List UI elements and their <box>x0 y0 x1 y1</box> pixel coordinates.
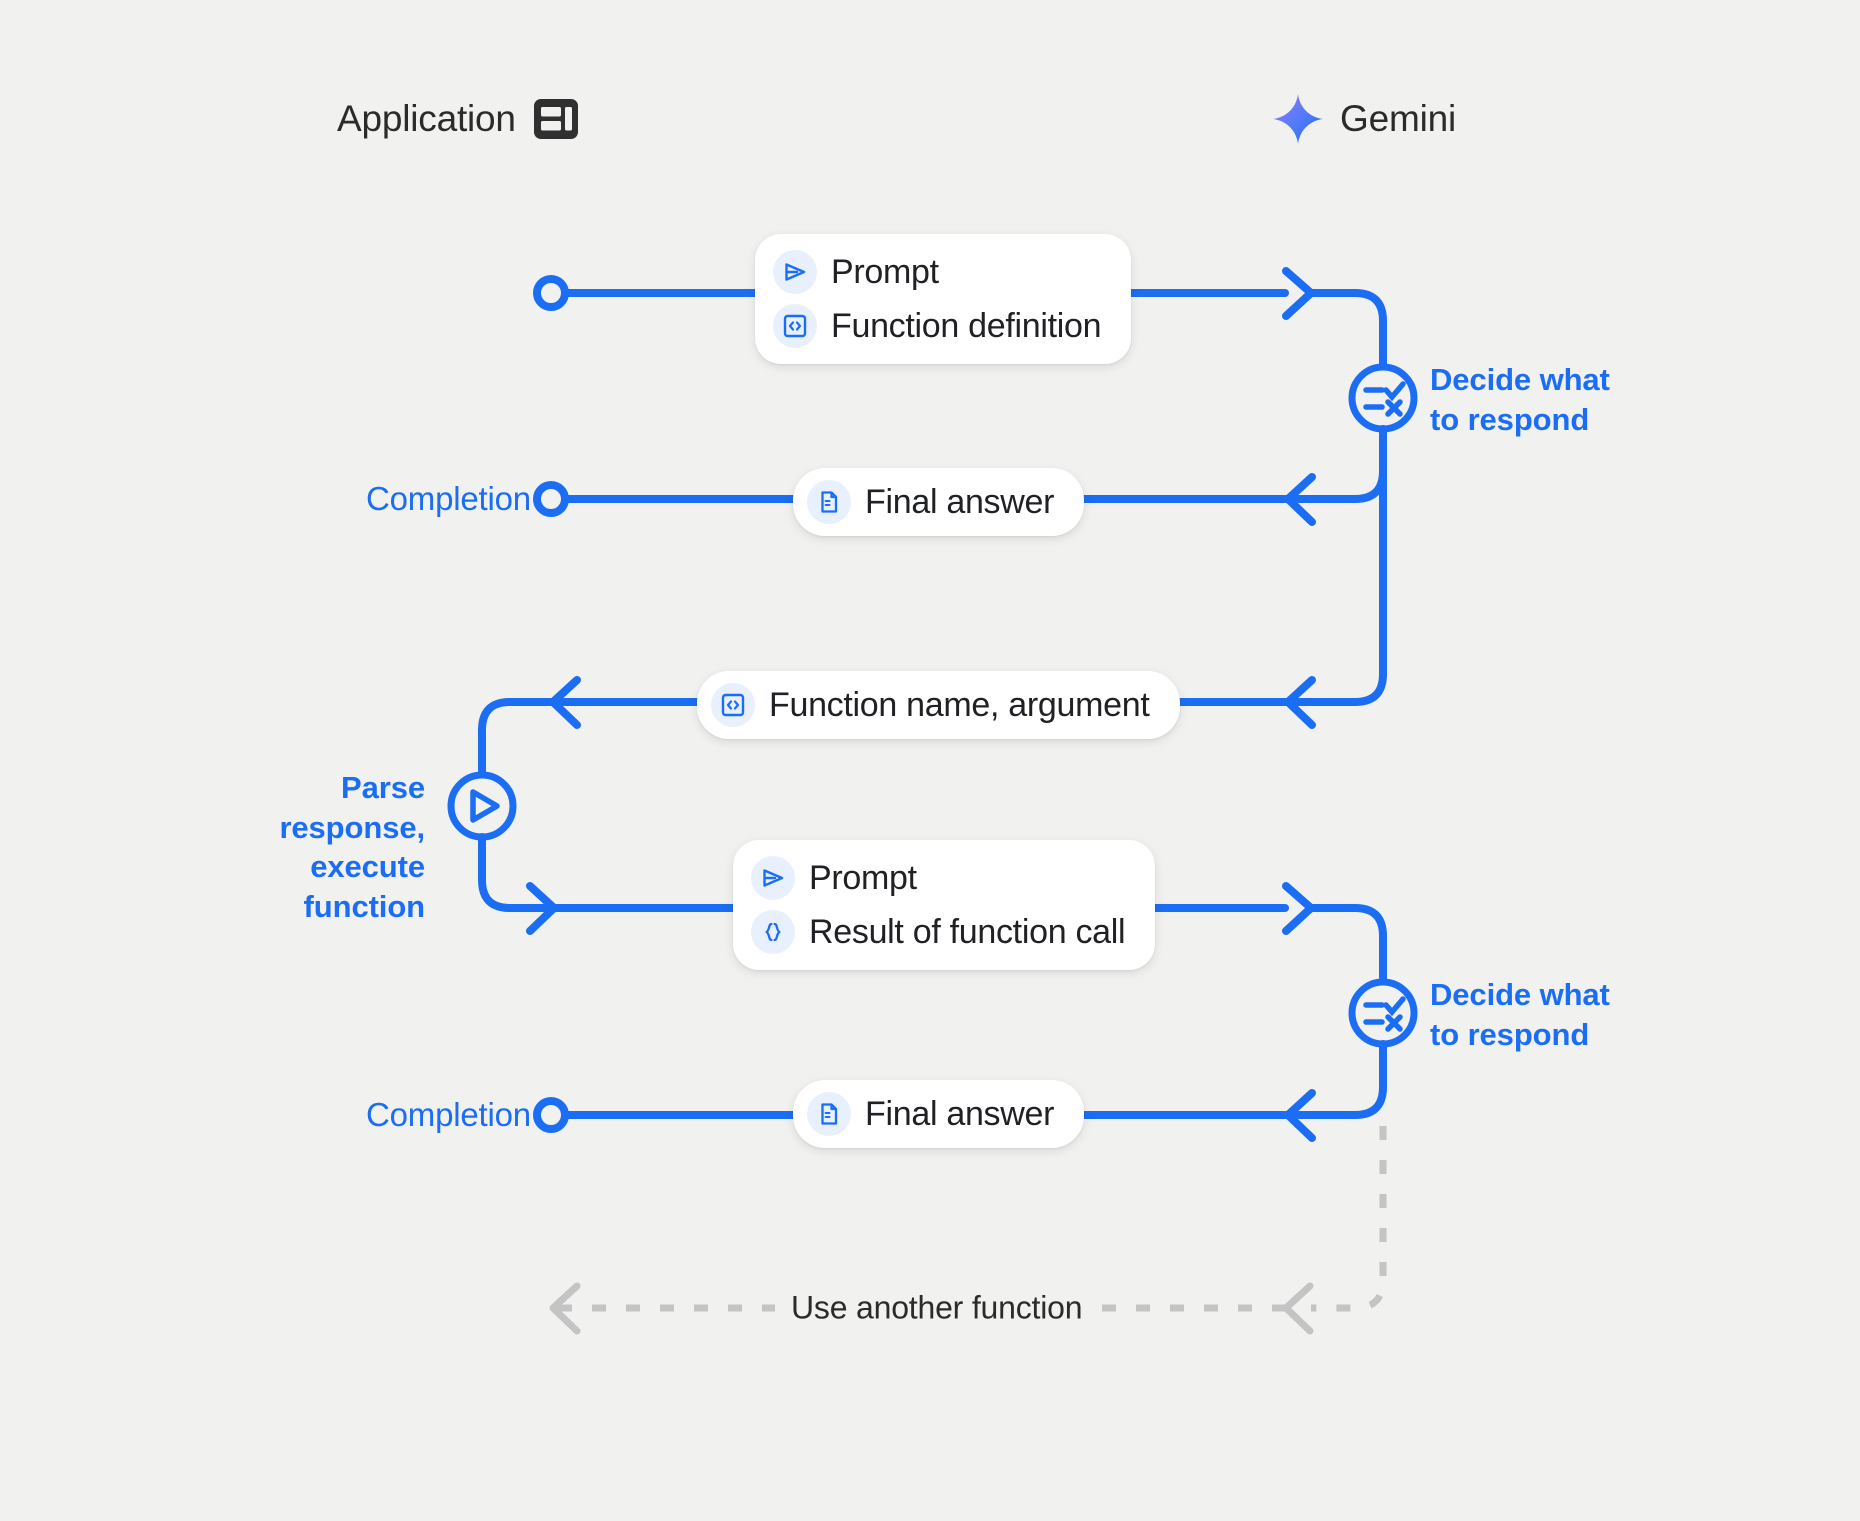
card-row-label: Prompt <box>831 253 939 291</box>
card-row: Result of function call <box>751 910 1126 954</box>
annotation-decide-two: Decide what to respond <box>1430 977 1610 1052</box>
card-row: Prompt <box>773 250 1101 294</box>
card-row-label: Final answer <box>865 1095 1055 1133</box>
card-row-label: Final answer <box>865 483 1055 521</box>
message-card-request-two[interactable]: Prompt Result of function call <box>733 840 1156 970</box>
flow-loop-back <box>553 1126 1387 1312</box>
label-completion-one: Completion <box>366 480 531 517</box>
code-brackets-icon <box>773 304 817 348</box>
card-row: Final answer <box>807 480 1054 524</box>
application-window-icon <box>532 97 580 141</box>
start-dot-request-one <box>533 275 569 311</box>
code-brackets-icon <box>711 683 755 727</box>
send-icon <box>751 856 795 900</box>
send-icon <box>773 250 817 294</box>
parse-execute-node <box>447 771 517 841</box>
actor-application: Application <box>337 97 580 141</box>
document-icon <box>807 1092 851 1136</box>
loop-back-arrowheads <box>549 1282 1314 1335</box>
message-card-request-one[interactable]: Prompt Function definition <box>755 234 1132 364</box>
card-row-label: Result of function call <box>809 913 1126 951</box>
annotation-decide-one: Decide what to respond <box>1430 362 1610 437</box>
label-loop-back: Use another function <box>775 1289 1099 1327</box>
card-row: Final answer <box>807 1092 1054 1136</box>
actor-gemini-label: Gemini <box>1340 98 1456 139</box>
decide-node-two <box>1348 978 1418 1048</box>
document-icon <box>807 480 851 524</box>
annotation-parse-execute: Parse response, execute function <box>279 770 425 925</box>
message-card-final-answer-two[interactable]: Final answer <box>793 1080 1085 1148</box>
curly-braces-icon <box>751 910 795 954</box>
label-completion-two: Completion <box>366 1096 531 1133</box>
end-dot-final-answer-one <box>533 481 569 517</box>
decide-node-one <box>1348 363 1418 433</box>
card-row-label: Function name, argument <box>769 686 1150 724</box>
message-card-final-answer-one[interactable]: Final answer <box>793 468 1085 536</box>
gemini-sparkle-icon <box>1272 93 1324 145</box>
actor-application-label: Application <box>337 98 516 139</box>
end-dot-final-answer-two <box>533 1097 569 1133</box>
card-row-label: Prompt <box>809 859 917 897</box>
card-row-label: Function definition <box>831 307 1102 345</box>
card-row: Prompt <box>751 856 1125 900</box>
message-card-function-call[interactable]: Function name, argument <box>697 671 1180 739</box>
card-row: Function name, argument <box>711 683 1150 727</box>
card-row: Function definition <box>773 304 1102 348</box>
actor-gemini: Gemini <box>1272 93 1456 145</box>
